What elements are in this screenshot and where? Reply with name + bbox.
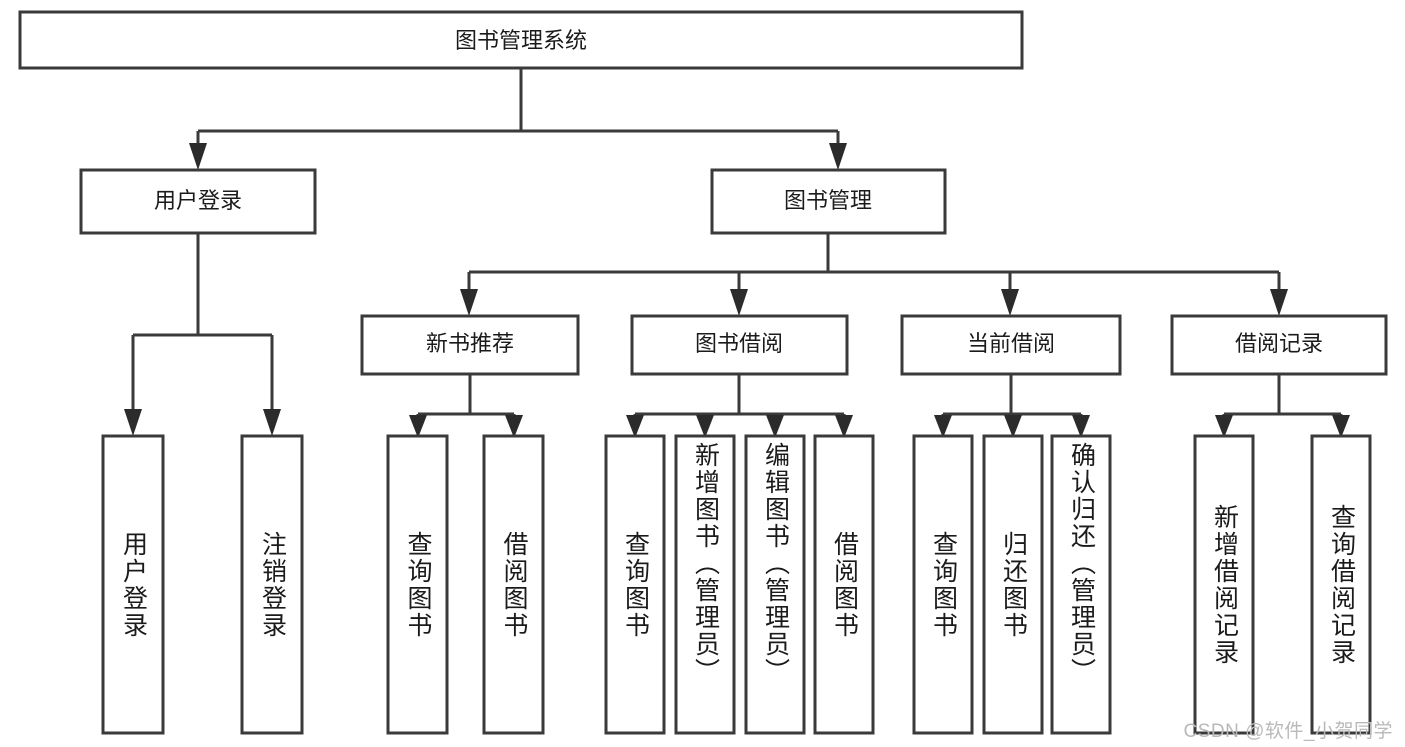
node-root-label: 图书管理系统 [455, 28, 587, 53]
arrow-head-icon [1001, 289, 1019, 316]
leaf-box-add-borrow-record[interactable] [1193, 434, 1255, 735]
node-root[interactable]: 图书管理系统 [18, 10, 1024, 70]
arrow-head-icon [626, 415, 644, 438]
connector-root-to-level2 [189, 68, 847, 170]
connector-current-borrow-to-leaves [934, 374, 1090, 438]
connector-borrow-record-to-leaves [1215, 374, 1350, 438]
arrow-head-icon [696, 415, 714, 438]
node-current-borrow-label: 当前借阅 [967, 331, 1055, 356]
arrow-head-icon [409, 415, 427, 438]
leaf-box-confirm-return-admin[interactable] [1050, 434, 1112, 735]
node-user-login-box[interactable] [79, 168, 317, 235]
leaf-box-query-book-current[interactable] [912, 434, 974, 735]
leaf-box-query-borrow-record[interactable] [1310, 434, 1372, 735]
leaf-box-add-book-admin[interactable] [674, 434, 736, 735]
node-new-book-recommend-box[interactable] [360, 314, 580, 376]
arrow-head-icon [263, 409, 281, 436]
arrow-head-icon [505, 415, 523, 438]
arrow-head-icon [460, 289, 478, 316]
node-user-login-label: 用户登录 [154, 188, 242, 213]
leaf-box-logout[interactable] [240, 434, 304, 735]
arrow-head-icon [189, 143, 207, 170]
node-borrow-record-label: 借阅记录 [1235, 331, 1323, 356]
arrow-head-icon [730, 289, 748, 316]
leaf-box-query-book-recommend[interactable] [386, 434, 449, 735]
arrow-head-icon [1332, 415, 1350, 438]
arrow-head-icon [1004, 415, 1022, 438]
leaf-box-query-book-borrow[interactable] [604, 434, 666, 735]
leaf-box-return-book[interactable] [982, 434, 1044, 735]
arrow-head-icon [829, 143, 847, 170]
node-root-box[interactable] [18, 10, 1024, 70]
node-new-book-recommend-label: 新书推荐 [426, 331, 514, 356]
leaf-box-borrow-book-recommend[interactable] [482, 434, 545, 735]
arrow-head-icon [1270, 289, 1288, 316]
arrow-head-icon [835, 415, 853, 438]
node-book-borrow[interactable]: 图书借阅 [630, 314, 849, 376]
node-book-borrow-label: 图书借阅 [695, 331, 783, 356]
arrow-head-icon [934, 415, 952, 438]
arrow-head-icon [766, 415, 784, 438]
node-new-book-recommend[interactable]: 新书推荐 [360, 314, 580, 376]
connector-new-book-recommend-to-leaves [409, 374, 523, 438]
node-current-borrow-box[interactable] [900, 314, 1122, 376]
connector-book-management-to-level3 [460, 233, 1288, 316]
node-book-management-label: 图书管理 [784, 188, 872, 213]
arrow-head-icon [124, 409, 142, 436]
leaf-box-edit-book-admin[interactable] [744, 434, 806, 735]
arrow-head-icon [1072, 415, 1090, 438]
node-book-management[interactable]: 图书管理 [710, 168, 947, 235]
arrow-head-icon [1215, 415, 1233, 438]
watermark: CSDN @软件_小贺同学 [1183, 721, 1393, 742]
connector-book-borrow-to-leaves [626, 374, 853, 438]
leaf-box-borrow-book[interactable] [813, 434, 875, 735]
node-user-login[interactable]: 用户登录 [79, 168, 317, 235]
node-current-borrow[interactable]: 当前借阅 [900, 314, 1122, 376]
leaf-box-user-login[interactable] [101, 434, 165, 735]
node-borrow-record[interactable]: 借阅记录 [1170, 314, 1388, 376]
connector-user-login-to-leaves [124, 233, 281, 436]
